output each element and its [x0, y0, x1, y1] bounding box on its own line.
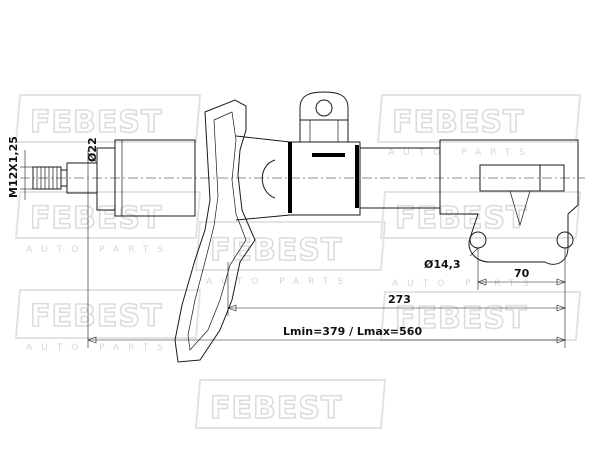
watermark-logo: FEBEST: [395, 201, 527, 236]
piston-rod: [32, 139, 196, 217]
bracket-bolt-head: [539, 164, 565, 192]
watermark-subtext: AUTO PARTS: [206, 277, 352, 287]
watermark-top-left: FEBEST: [14, 94, 202, 143]
watermark-subtext: AUTO PARTS: [26, 245, 172, 255]
stabilizer-hole: [315, 99, 333, 117]
knuckle-bracket: [439, 139, 579, 265]
watermark-logo: FEBEST: [392, 105, 524, 140]
spring-seat: [174, 99, 256, 363]
watermark-subtext: AUTO PARTS: [388, 148, 534, 158]
watermark-logo: FEBEST: [395, 301, 527, 336]
watermark-logo: FEBEST: [30, 201, 162, 236]
spring-seat-outer: [174, 99, 256, 363]
stroke-length-label: Lmin=379 / Lmax=560: [283, 325, 422, 338]
bracket-hole-right: [556, 231, 574, 249]
rod-diameter-label: Ø22: [86, 137, 99, 162]
stabilizer-base: [299, 119, 349, 143]
watermark-center: FEBEST AUTO PARTS: [194, 221, 387, 287]
watermark-subtext: AUTO PARTS: [26, 343, 172, 353]
body-length-label: 273: [388, 293, 411, 306]
bracket-rib: [509, 190, 531, 227]
watermark-logo: FEBEST: [210, 391, 342, 426]
watermark-logo: FEBEST: [210, 233, 342, 268]
watermark-mid-left: FEBEST AUTO PARTS: [14, 191, 202, 255]
body-tube: [235, 135, 361, 221]
bracket-offset-label: 70: [514, 267, 530, 280]
watermark-bottom-left: FEBEST AUTO PARTS: [14, 289, 202, 353]
stabilizer-tab: [299, 91, 349, 121]
watermark-subtext: AUTO PARTS: [392, 279, 538, 289]
watermark-layer: FEBEST FEBEST AUTO PARTS FEBEST AUTO PAR…: [14, 94, 582, 429]
watermark-logo: FEBEST: [30, 299, 162, 334]
spring-seat-inner: [187, 111, 247, 351]
upper-cap: [114, 139, 196, 217]
damper-body: [235, 135, 441, 221]
stabilizer-mount: [299, 91, 349, 143]
bracket-outline: [439, 139, 579, 265]
watermark-top-right: FEBEST AUTO PARTS: [376, 94, 582, 158]
thread-size-label: M12X1,25: [7, 136, 20, 198]
dimensions: [20, 150, 566, 348]
hole-diameter-label: Ø14,3: [424, 258, 461, 271]
watermark-bottom-right: FEBEST: [379, 291, 582, 341]
watermark-logo: FEBEST: [30, 105, 162, 140]
watermark-lower-center: FEBEST: [194, 379, 387, 429]
body-curve: [261, 159, 276, 199]
watermark-mid-right: FEBEST AUTO PARTS: [379, 191, 582, 289]
